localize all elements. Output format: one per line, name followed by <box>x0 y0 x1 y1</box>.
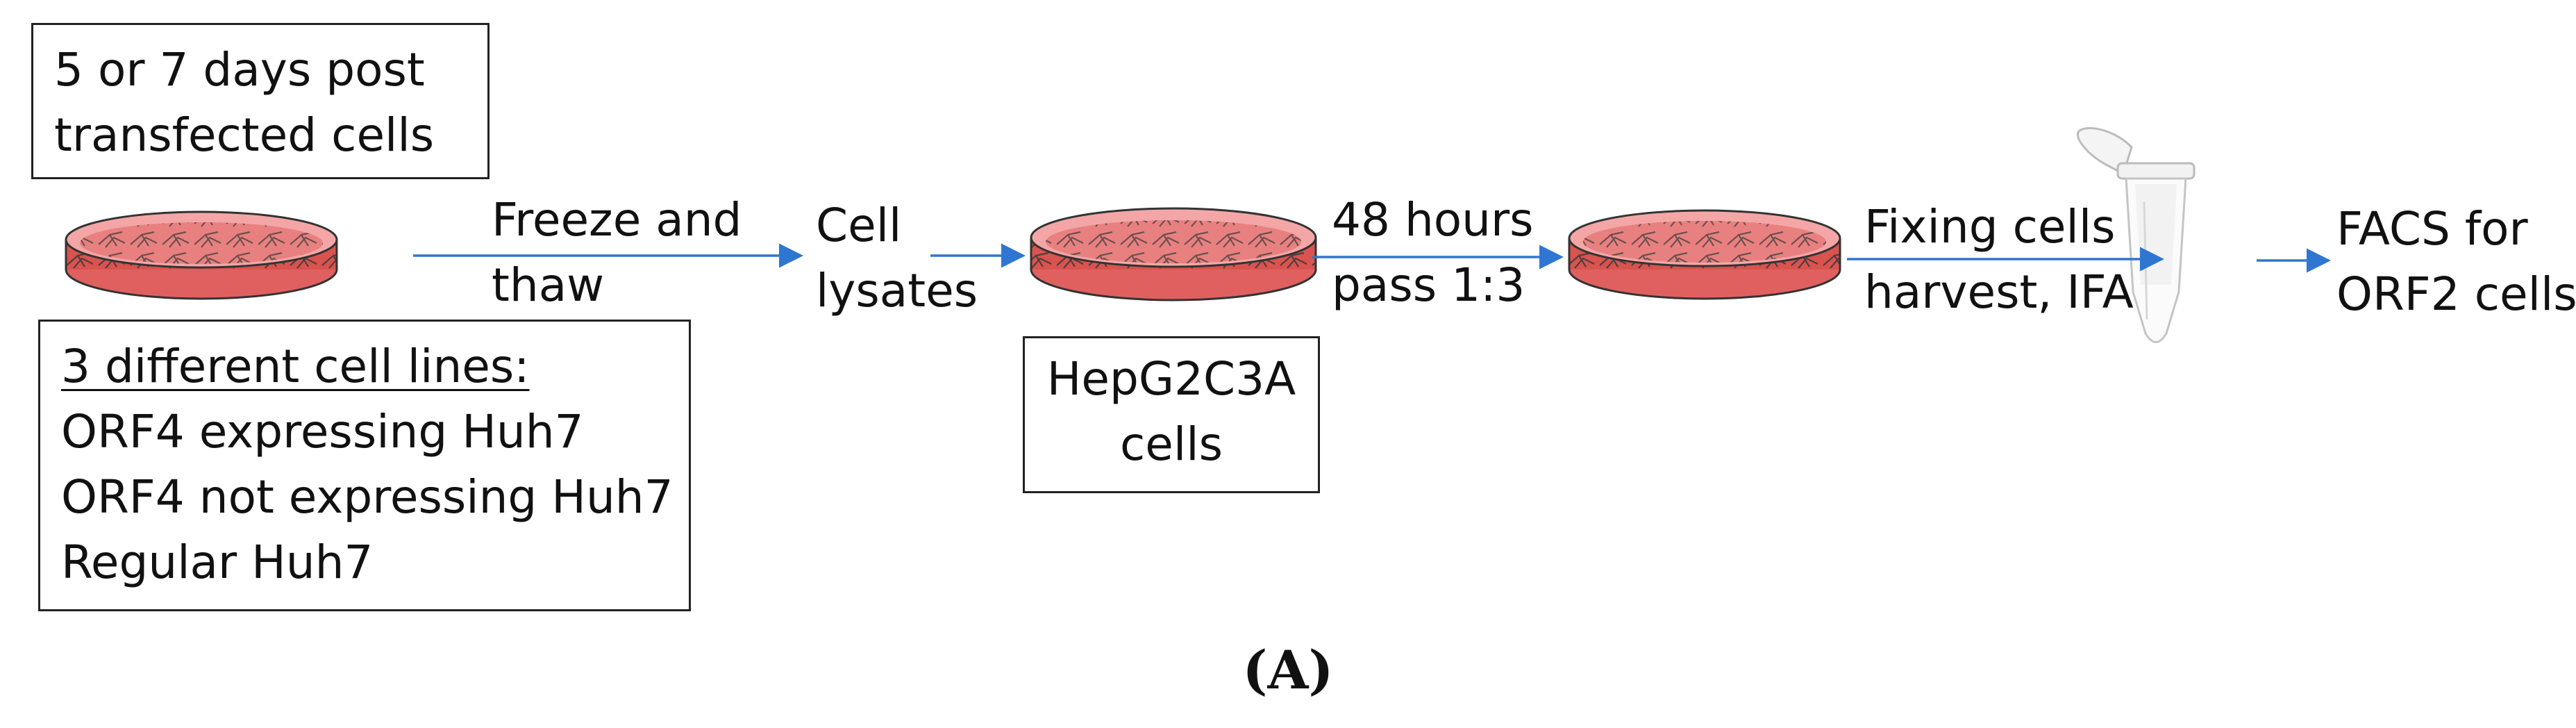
cell-lines-box: 3 different cell lines: ORF4 expressing … <box>38 320 691 611</box>
culture-dish-1 <box>65 210 338 300</box>
step-passage: 48 hours pass 1:3 <box>1332 188 1534 318</box>
step-freeze-thaw: Freeze and thaw <box>492 188 742 318</box>
step-facs: FACS for ORF2 cells <box>2336 197 2576 327</box>
step-fixing-line-1: Fixing cells <box>1864 200 2116 254</box>
cell-lines-heading: 3 different cell lines: <box>61 340 530 393</box>
source-cells-box: 5 or 7 days post transfected cells <box>31 23 490 179</box>
step-lysates-line-2: lysates <box>816 264 978 317</box>
hepg2c3a-line-2: cells <box>1120 417 1223 471</box>
hepg2c3a-box: HepG2C3A cells <box>1023 336 1320 493</box>
step-freeze-line-2: thaw <box>492 258 605 312</box>
culture-dish-2 <box>1030 207 1317 301</box>
source-cells-line-1: 5 or 7 days post <box>54 43 425 97</box>
culture-dish-3 <box>1568 209 1841 300</box>
step-fixing-line-2: harvest, IFA <box>1864 265 2134 319</box>
step-facs-line-1: FACS for <box>2336 202 2528 256</box>
step-freeze-line-1: Freeze and <box>492 193 742 247</box>
hepg2c3a-line-1: HepG2C3A <box>1046 352 1296 406</box>
step-lysates-line-1: Cell <box>816 199 902 252</box>
step-passage-line-1: 48 hours <box>1332 193 1534 247</box>
step-fixing: Fixing cells harvest, IFA <box>1864 195 2134 325</box>
cell-line-item-3: Regular Huh7 <box>61 536 374 589</box>
step-passage-line-2: pass 1:3 <box>1332 258 1525 312</box>
cell-line-item-2: ORF4 not expressing Huh7 <box>61 470 674 524</box>
step-facs-line-2: ORF2 cells <box>2336 267 2576 321</box>
cell-line-item-1: ORF4 expressing Huh7 <box>61 405 584 458</box>
step-cell-lysates: Cell lysates <box>816 193 978 324</box>
source-cells-line-2: transfected cells <box>54 108 435 162</box>
figure-caption: (A) <box>1242 639 1334 701</box>
